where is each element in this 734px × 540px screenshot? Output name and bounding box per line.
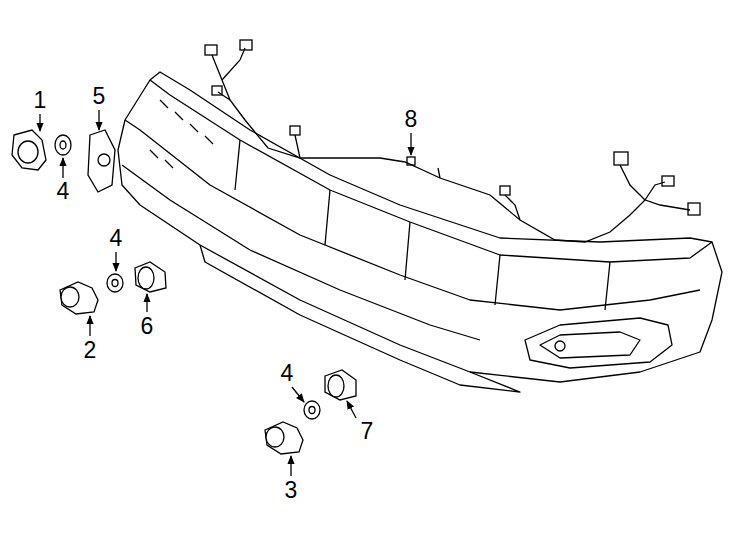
harness-connector [240, 40, 252, 50]
washer-hole [112, 280, 118, 287]
harness-connector [614, 152, 628, 165]
sensor [265, 422, 303, 454]
bracket-hole [98, 154, 110, 166]
sensor [12, 130, 46, 170]
leader-arrow [292, 387, 304, 402]
harness-connector [205, 45, 217, 55]
callout-number: 4 [279, 361, 296, 386]
bumper-outline [118, 72, 722, 382]
harness-connector [688, 203, 700, 215]
leader-arrows [40, 110, 411, 476]
sensor [60, 282, 98, 314]
washer [55, 135, 71, 155]
callout-number: 3 [283, 478, 300, 503]
bumper-segment-lines [235, 140, 610, 310]
harness-clip [407, 157, 415, 165]
sensor-bracket [88, 130, 115, 192]
leader-arrow [290, 456, 291, 476]
leader-arrow [39, 114, 40, 131]
retainer-face [138, 267, 154, 289]
washer-hole [309, 407, 315, 414]
leader-arrow [62, 158, 63, 178]
sensor-face [266, 427, 284, 447]
callout-number: 4 [108, 226, 125, 251]
callout-number: 2 [82, 338, 99, 363]
washer [304, 401, 320, 419]
harness-branch [218, 48, 665, 220]
sensor-parts [12, 130, 356, 454]
harness-connector [290, 126, 300, 135]
leader-arrow [98, 110, 99, 130]
sensor-retainer [135, 262, 166, 292]
harness-wire [212, 55, 690, 242]
callout-number: 4 [55, 179, 72, 204]
washer [107, 274, 123, 292]
callout-number: 1 [32, 88, 49, 113]
sensor-retainer [325, 370, 356, 400]
bumper-mounting-ribs [150, 100, 213, 168]
leader-arrow [347, 401, 356, 418]
callout-number: 8 [403, 107, 420, 132]
callout-number: 7 [359, 419, 376, 444]
bumper [118, 72, 722, 392]
harness-connector [212, 86, 222, 95]
fog-lamp-bezel [525, 318, 672, 368]
bumper-top-crease [150, 80, 712, 262]
fog-lamp-bulb [555, 341, 565, 351]
callout-number: 6 [139, 314, 156, 339]
leader-arrow [115, 252, 116, 271]
wiring-harness [205, 40, 700, 242]
bumper-face-line [125, 120, 700, 310]
leader-arrow [89, 316, 90, 336]
retainer-face [328, 375, 344, 397]
bumper-lower-line [122, 165, 480, 340]
leader-arrow [410, 133, 411, 155]
washer-hole [60, 141, 66, 149]
sensor-face [61, 287, 79, 307]
leader-arrow [146, 294, 147, 312]
harness-connector [500, 186, 510, 195]
callout-number: 5 [91, 84, 108, 109]
bumper-lower-lip [200, 245, 520, 392]
sensor-face [18, 141, 38, 163]
fog-lamp [540, 332, 640, 358]
harness-connector [662, 176, 674, 186]
